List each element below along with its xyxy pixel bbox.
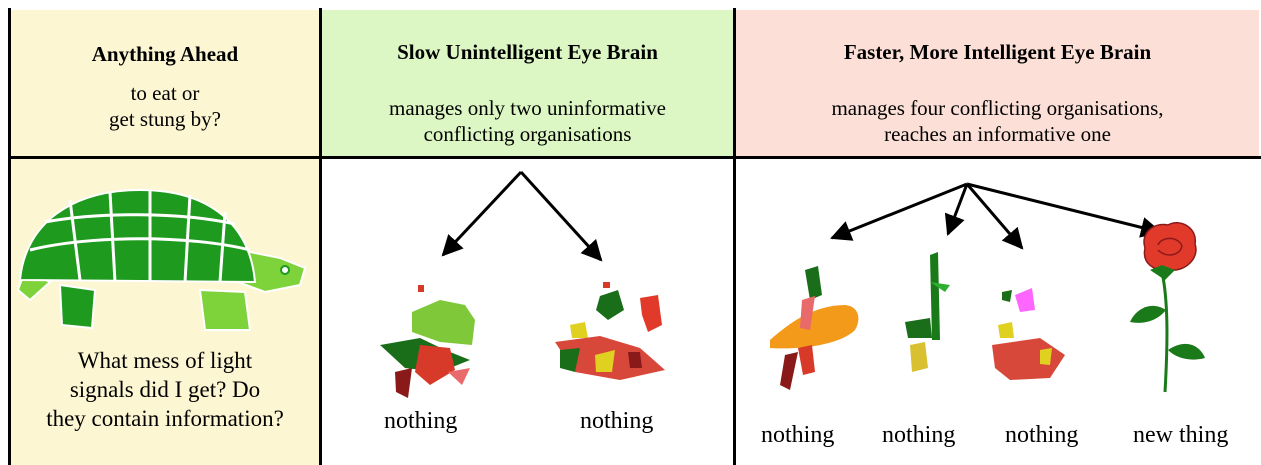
header-cell-slow-brain [322, 10, 733, 156]
grid-line-2 [733, 8, 736, 465]
col-a-subtitle-1: to eat or [130, 81, 200, 105]
col-c-subtitle-1: manages four conflicting organisations, [831, 96, 1164, 120]
col-a-question-1: What mess of light [77, 348, 253, 373]
fast-arrows [830, 182, 1163, 250]
col-b-subtitle-2: conflicting organisations [423, 122, 632, 146]
grid-line-left [8, 8, 11, 465]
col-c-subtitle-2: reaches an informative one [884, 122, 1111, 146]
slow-arrows [441, 170, 603, 262]
col-b-title: Slow Unintelligent Eye Brain [397, 40, 658, 64]
col-a-question-3: they contain information? [46, 406, 284, 431]
col-a-title: Anything Ahead [91, 42, 239, 66]
fast-result-1: nothing [761, 422, 835, 448]
fast-organisation-1-icon [770, 266, 859, 390]
col-c-title: Faster, More Intelligent Eye Brain [843, 40, 1152, 64]
grid-line-1 [319, 8, 322, 465]
col-b-subtitle-1: manages only two uninformative [388, 96, 667, 120]
col-a-question-2: signals did I get? Do [69, 377, 261, 402]
fast-result-4: new thing [1133, 422, 1229, 448]
turtle-icon [16, 188, 307, 331]
slow-result-2: nothing [580, 408, 654, 434]
slow-organisation-1-icon [380, 285, 475, 398]
fast-organisation-2-icon [905, 252, 950, 372]
fast-result-3: nothing [1005, 422, 1079, 448]
header-cell-fast-brain [736, 10, 1259, 156]
fast-organisation-3-icon [992, 288, 1065, 380]
rose-icon [1130, 222, 1205, 393]
col-a-subtitle-2: get stung by? [109, 107, 221, 131]
grid-line-header [8, 156, 1261, 159]
fast-result-2: nothing [882, 422, 956, 448]
slow-result-1: nothing [384, 408, 458, 434]
slow-organisation-2-icon [555, 282, 665, 380]
header-cell-anything-ahead [11, 10, 319, 156]
